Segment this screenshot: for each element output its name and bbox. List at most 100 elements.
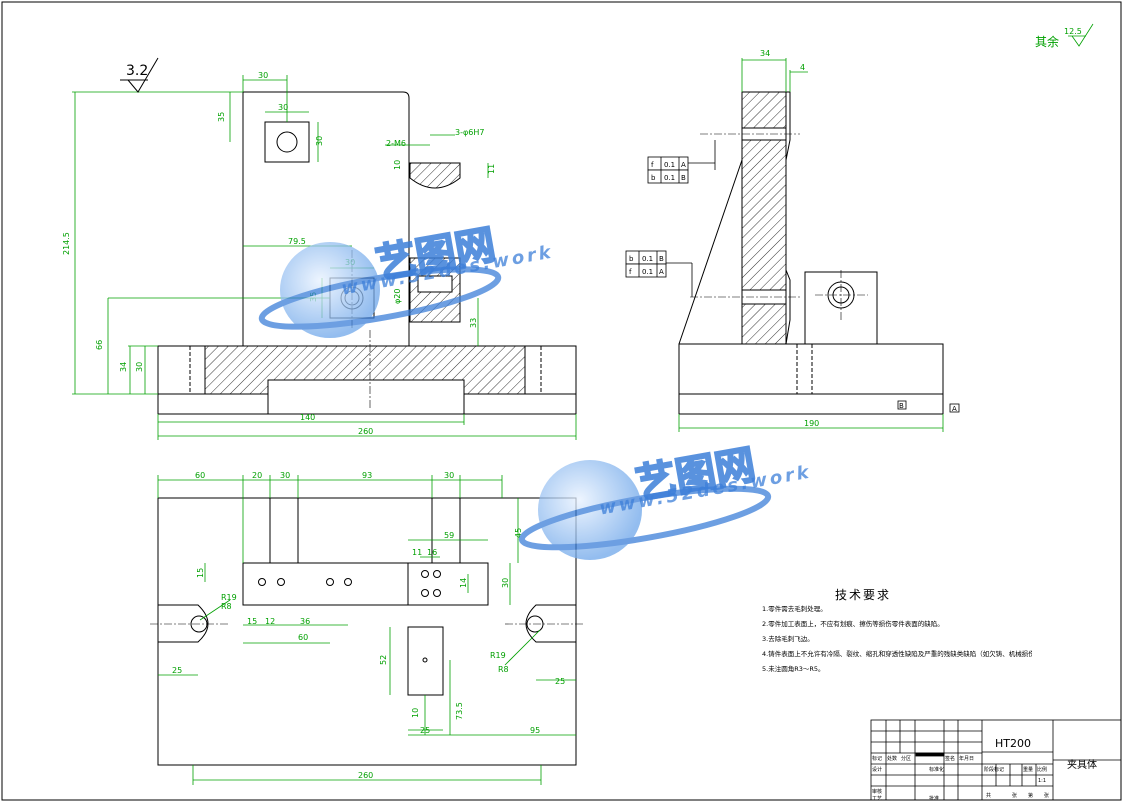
tech-requirements-notes: 1.零件需去毛刺处理。 2.零件加工表面上，不应有划痕、擦伤等损伤零件表面的缺陷…: [762, 602, 1032, 677]
svg-text:0.1: 0.1: [642, 268, 653, 276]
svg-text:4: 4: [800, 63, 805, 72]
svg-text:190: 190: [804, 419, 819, 428]
svg-text:66: 66: [95, 340, 104, 350]
roughness-symbol-other: [1068, 23, 1094, 47]
svg-text:1:1: 1:1: [1038, 778, 1046, 784]
svg-text:214.5: 214.5: [62, 232, 71, 255]
svg-text:25: 25: [172, 666, 182, 675]
svg-text:10: 10: [393, 160, 402, 170]
svg-text:52: 52: [379, 655, 388, 665]
svg-text:f: f: [629, 268, 632, 276]
svg-text:30: 30: [278, 103, 288, 112]
svg-text:分区: 分区: [901, 755, 911, 762]
svg-text:30: 30: [258, 71, 268, 80]
svg-text:3-φ6H7: 3-φ6H7: [455, 128, 484, 137]
svg-text:20: 20: [252, 471, 262, 480]
svg-text:260: 260: [358, 427, 373, 436]
svg-text:R8: R8: [498, 665, 509, 674]
svg-text:处数: 处数: [887, 755, 897, 762]
title-block: [870, 719, 1122, 801]
svg-text:30: 30: [444, 471, 454, 480]
front-view-dim-text: 30 30 35 30 214.5 79.5 30 35 140 260 66 …: [62, 71, 496, 436]
svg-text:10: 10: [411, 708, 420, 718]
svg-text:36: 36: [300, 617, 310, 626]
svg-text:30: 30: [315, 136, 324, 146]
svg-text:12: 12: [265, 617, 275, 626]
svg-text:60: 60: [195, 471, 205, 480]
svg-text:25: 25: [555, 677, 565, 686]
svg-text:A: A: [681, 161, 686, 169]
svg-text:79.5: 79.5: [288, 237, 306, 246]
tech-note: 5.未注圆角R3～R5。: [762, 665, 825, 673]
svg-text:60: 60: [298, 633, 308, 642]
svg-text:R8: R8: [221, 602, 232, 611]
svg-text:b: b: [629, 255, 634, 263]
side-view-dims: [678, 58, 944, 432]
roughness-other-value: 12.5: [1064, 27, 1082, 36]
svg-text:标记: 标记: [872, 755, 882, 762]
svg-text:95: 95: [530, 726, 540, 735]
svg-text:签名: 签名: [945, 755, 955, 762]
svg-text:140: 140: [300, 413, 315, 422]
svg-text:25: 25: [420, 726, 430, 735]
svg-text:11: 11: [412, 548, 422, 557]
tech-note: 1.零件需去毛刺处理。: [762, 605, 827, 613]
material-label: HT200: [995, 737, 1031, 750]
roughness-symbol-main: [120, 57, 159, 93]
svg-text:30: 30: [501, 578, 510, 588]
svg-text:15: 15: [247, 617, 257, 626]
roughness-other-label: 其余: [1035, 35, 1060, 49]
svg-text:93: 93: [362, 471, 372, 480]
svg-text:14: 14: [459, 578, 468, 588]
top-view-dims: [157, 475, 576, 785]
watermark-logo-1: [258, 242, 502, 338]
side-view-dim-text: 34 4 190: [760, 49, 819, 428]
svg-text:30: 30: [280, 471, 290, 480]
svg-text:59: 59: [444, 531, 454, 540]
svg-text:B: B: [681, 174, 686, 182]
svg-text:11: 11: [487, 164, 496, 174]
svg-text:34: 34: [760, 49, 770, 58]
svg-text:f: f: [651, 161, 654, 169]
svg-text:工艺: 工艺: [872, 796, 882, 802]
svg-text:260: 260: [358, 771, 373, 780]
svg-text:73.5: 73.5: [455, 702, 464, 720]
svg-text:张: 张: [1044, 792, 1049, 799]
tech-note: 4.铸件表面上不允许有冷隔、裂纹、缩孔和穿透性缺陷及严重的残缺类缺陷（如欠铸、机…: [762, 650, 1032, 658]
svg-text:A: A: [952, 405, 957, 413]
svg-text:33: 33: [469, 318, 478, 328]
svg-text:审核: 审核: [872, 788, 882, 795]
svg-text:A: A: [659, 268, 664, 276]
svg-text:共: 共: [986, 792, 991, 799]
svg-text:b: b: [651, 174, 656, 182]
svg-text:张: 张: [1012, 792, 1017, 799]
svg-text:34: 34: [119, 362, 128, 372]
watermark-logo-2: [518, 460, 772, 560]
svg-text:φ20: φ20: [393, 289, 402, 304]
svg-text:35: 35: [217, 112, 226, 122]
svg-text:45: 45: [514, 528, 523, 538]
svg-text:标准化: 标准化: [929, 766, 944, 773]
svg-text:第: 第: [1028, 792, 1033, 799]
front-view-dims: [72, 75, 577, 440]
svg-text:B: B: [659, 255, 664, 263]
svg-text:R19: R19: [490, 651, 506, 660]
side-view: [678, 91, 944, 415]
svg-text:B: B: [899, 402, 904, 410]
top-view: [150, 497, 585, 766]
svg-text:年月日: 年月日: [959, 755, 974, 762]
svg-text:30: 30: [135, 362, 144, 372]
tolerance-frames: [625, 140, 960, 413]
svg-text:重量: 重量: [1023, 766, 1033, 773]
svg-text:设计: 设计: [872, 766, 882, 773]
svg-text:0.1: 0.1: [664, 161, 675, 169]
title-block-labels: 标记 处数 分区 签名 年月日 设计 标准化 审核 工艺 批准 阶段标记 重量 …: [872, 755, 1049, 802]
svg-text:R19: R19: [221, 593, 237, 602]
top-view-dim-text: 60 20 30 93 30 59 45 15 11 16 14 30 15 1…: [172, 471, 565, 780]
svg-text:批准: 批准: [929, 795, 939, 802]
svg-text:0.1: 0.1: [642, 255, 653, 263]
svg-text:比例: 比例: [1037, 766, 1047, 773]
part-name-label: 夹具体: [1067, 760, 1097, 771]
